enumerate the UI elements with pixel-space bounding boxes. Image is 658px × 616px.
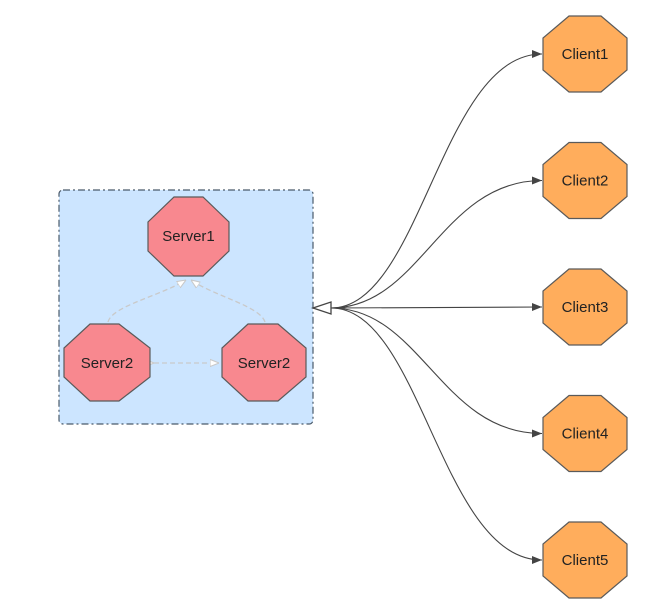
server2-left-octagon (63, 323, 151, 402)
edge-cluster-client1 (330, 50, 543, 309)
client1-node[interactable]: Client1 (542, 15, 628, 93)
client3-label: Client3 (562, 299, 609, 316)
client4-node[interactable]: Client4 (542, 394, 628, 473)
client4-label: Client4 (562, 426, 609, 443)
client3-node[interactable]: Client3 (542, 268, 628, 346)
server1-octagon (147, 196, 230, 277)
edge-cluster-client3 (330, 303, 543, 312)
client-edges (330, 50, 543, 564)
client2-node[interactable]: Client2 (542, 141, 628, 220)
client5-octagon (542, 521, 628, 599)
client3-octagon (542, 268, 628, 346)
client5-label: Client5 (562, 552, 609, 569)
client5-node[interactable]: Client5 (542, 521, 628, 599)
client4-octagon (542, 394, 628, 473)
cluster-hollow-arrowhead (310, 301, 332, 315)
edge-server2a-server1 (107, 280, 186, 323)
edge-cluster-client5 (330, 307, 543, 564)
server-links (107, 280, 266, 363)
client2-octagon (542, 141, 628, 220)
edge-cluster-client2 (330, 176, 543, 309)
server2-right-label: Server2 (238, 355, 291, 372)
edge-cluster-client4 (330, 307, 543, 438)
server2-left-label: Server2 (81, 355, 134, 372)
server2-right-node[interactable]: Server2 (221, 323, 307, 402)
server2-right-octagon (221, 323, 307, 402)
server1-node[interactable]: Server1 (147, 196, 230, 277)
client1-octagon (542, 15, 628, 93)
server2-left-node[interactable]: Server2 (63, 323, 151, 402)
server1-label: Server1 (162, 228, 215, 245)
client2-label: Client2 (562, 173, 609, 190)
client1-label: Client1 (562, 46, 609, 63)
